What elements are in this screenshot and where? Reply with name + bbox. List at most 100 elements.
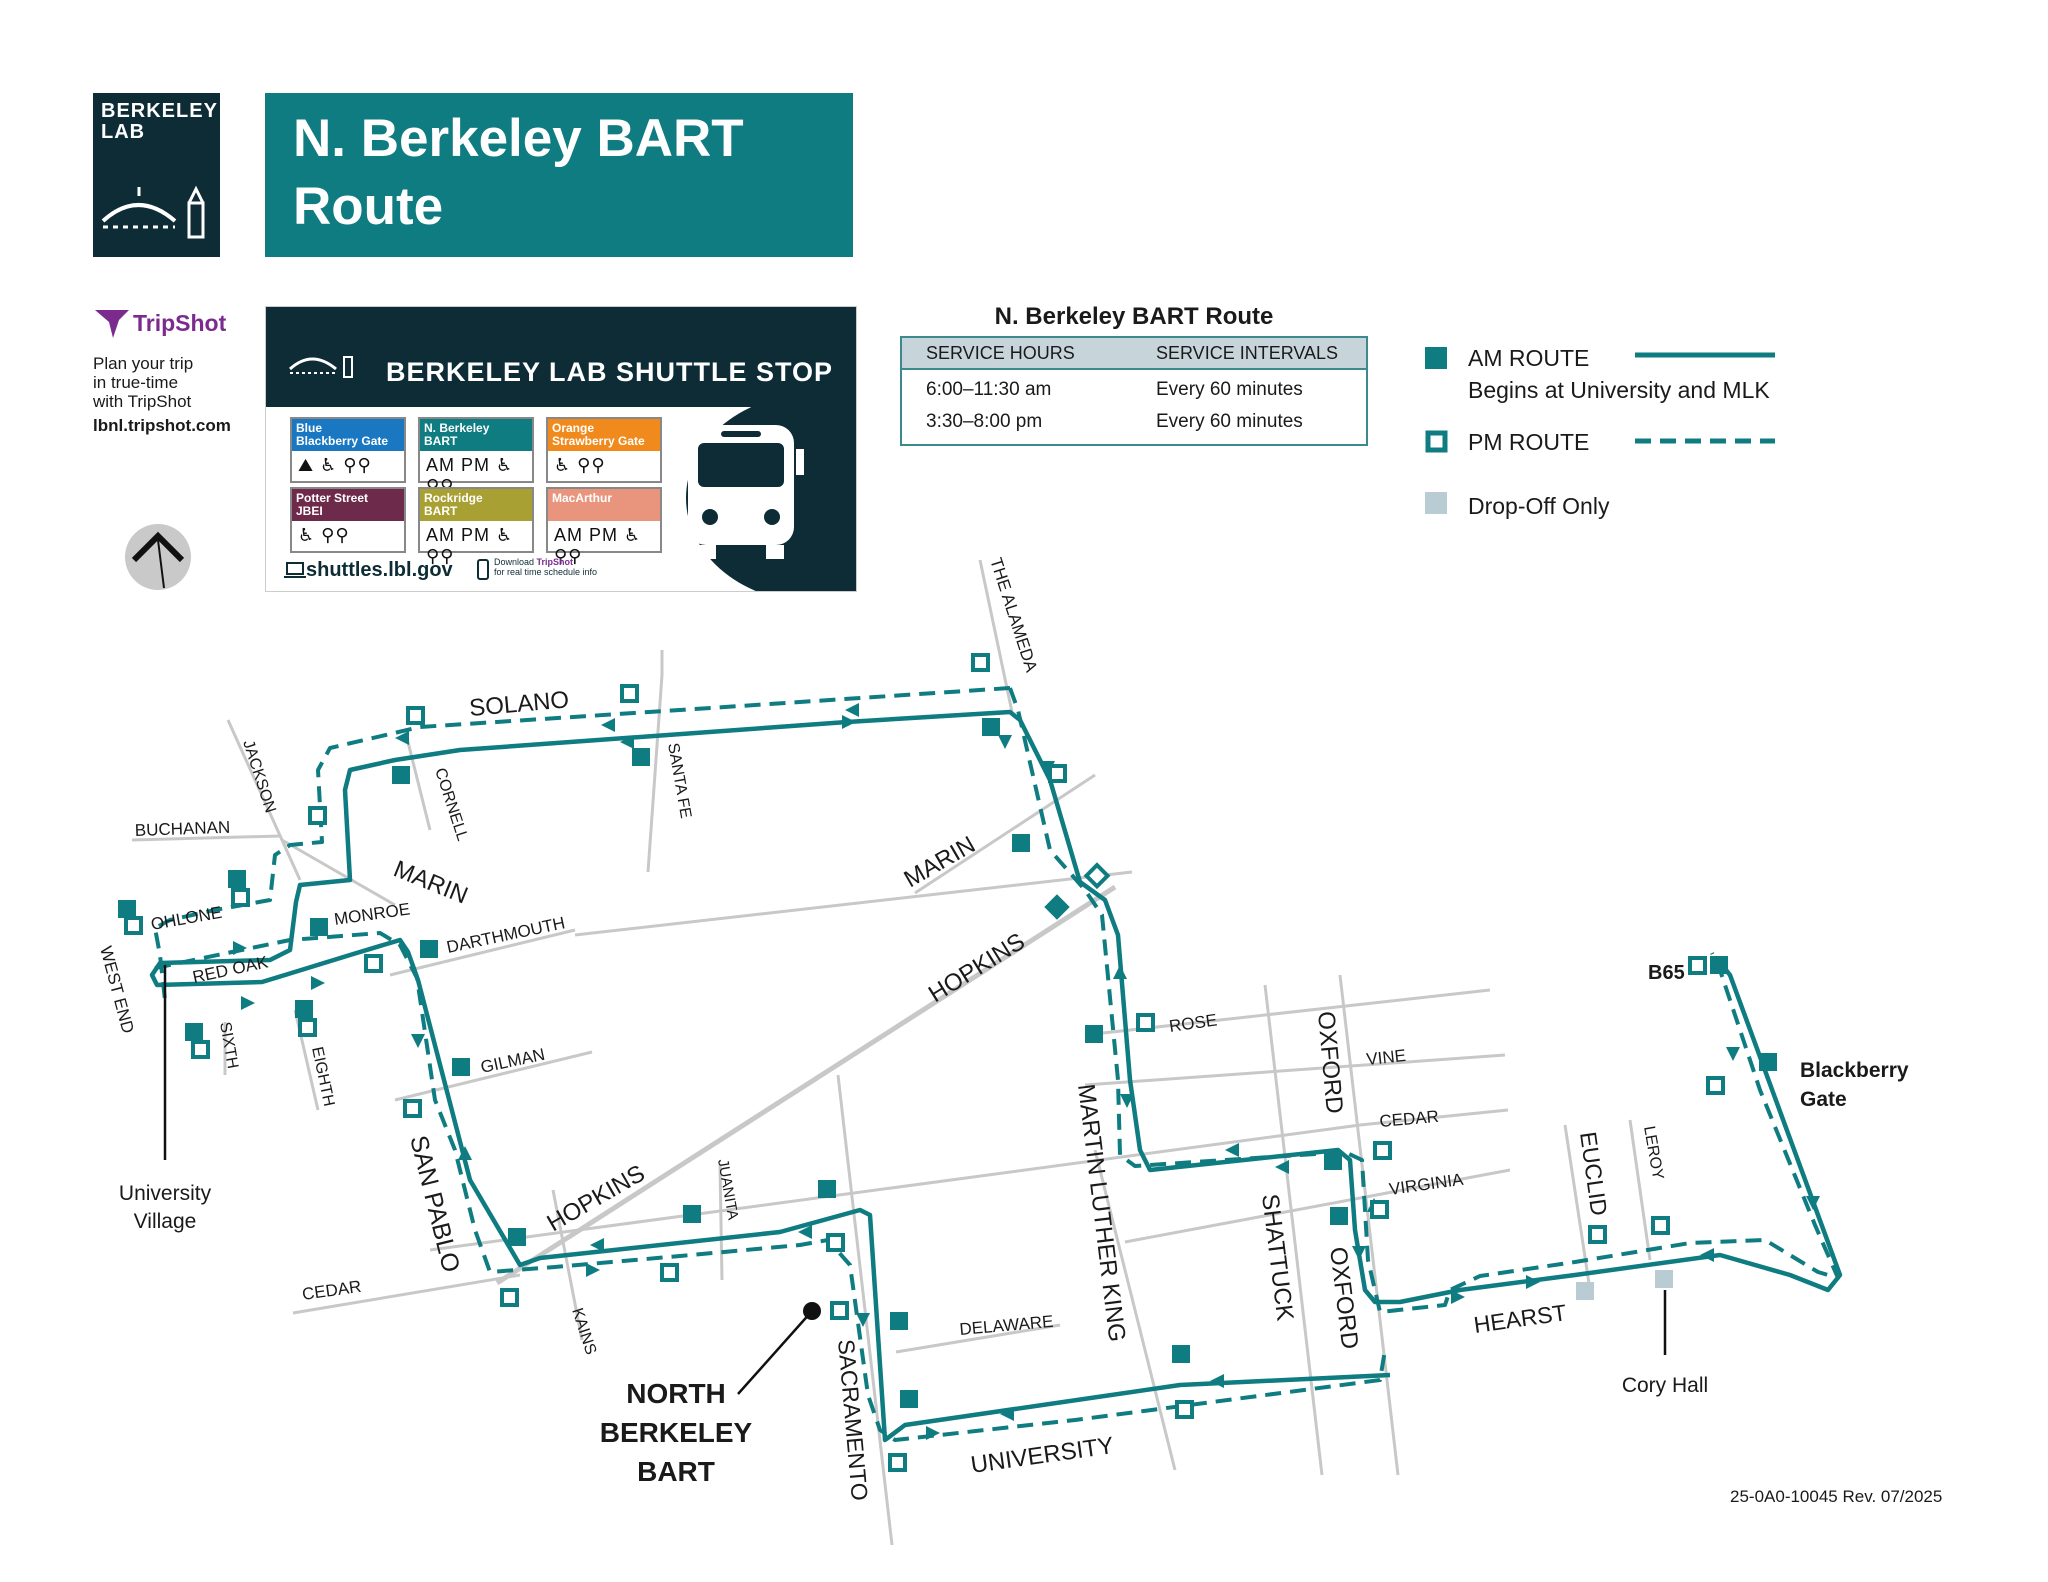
am-stop — [1759, 1053, 1777, 1071]
label-marin-e: MARIN — [900, 831, 980, 893]
lab-dome-icon — [101, 185, 205, 239]
street-marin-w — [281, 838, 396, 907]
logo-line-1: BERKELEY — [101, 100, 218, 122]
tile-icons: ♿ ⚲⚲ — [298, 525, 350, 545]
laptop-icon — [284, 562, 306, 578]
sign-url[interactable]: shuttles.lbl.gov — [306, 559, 453, 581]
pm-stop — [403, 1099, 422, 1118]
tripshot-url[interactable]: lbnl.tripshot.com — [93, 416, 231, 435]
am-stop — [1330, 1207, 1348, 1225]
pm-stop-b65 — [1688, 956, 1707, 975]
label-euclid: EUCLID — [1575, 1130, 1612, 1217]
label-university-village-2: Village — [134, 1210, 197, 1233]
legend-pm-label: PM ROUTE — [1468, 429, 1590, 455]
am-stop — [185, 1023, 203, 1041]
am-stop — [228, 870, 246, 888]
am-route-line — [149, 709, 1843, 1443]
legend: AM ROUTE Begins at University and MLK PM… — [1425, 345, 1825, 530]
bus-icon — [678, 425, 804, 559]
label-sixth: SIXTH — [216, 1021, 241, 1070]
street-jackson — [226, 719, 302, 881]
pm-stop — [1706, 1076, 1725, 1095]
phone-icon — [477, 559, 489, 580]
pm-stop — [364, 954, 383, 973]
label-virginia: VIRGINIA — [1388, 1170, 1465, 1199]
tile-icons: AM PM ♿ ⚲⚲ — [426, 525, 514, 566]
lab-dome-small-icon — [288, 356, 353, 378]
label-oxford-s: OXFORD — [1324, 1245, 1363, 1350]
tripshot-line-3: with TripShot — [93, 392, 192, 411]
am-stop — [683, 1205, 701, 1223]
label-eighth: EIGHTH — [308, 1045, 337, 1108]
label-kains: KAINS — [568, 1306, 599, 1357]
label-san-pablo: SAN PABLO — [404, 1133, 465, 1275]
tripshot-line-2: in true-time — [93, 373, 179, 392]
tile-icons: AM PM ♿ ⚲⚲ — [554, 525, 642, 566]
street-shattuck — [1263, 984, 1324, 1476]
pm-stop — [1373, 1141, 1392, 1160]
schedule-row: 3:30–8:00 pm Every 60 minutes — [902, 406, 1366, 438]
am-stop — [1172, 1345, 1190, 1363]
label-ohlone: OHLONE — [149, 903, 223, 934]
label-delaware: DELAWARE — [959, 1312, 1054, 1339]
tripshot-line-1: Plan your trip — [93, 354, 194, 373]
street-mlk — [1093, 1149, 1177, 1471]
schedule-table: N. Berkeley BART Route SERVICE HOURS SER… — [900, 300, 1368, 446]
street-hopkins — [495, 884, 1117, 1286]
street-mlk-stub — [574, 870, 1133, 937]
document-code: 25-0A0-10045 Rev. 07/2025 — [1730, 1487, 1943, 1506]
dropoff-stops — [1576, 1270, 1673, 1300]
street-marin-e — [914, 773, 1096, 895]
am-stop — [1085, 1025, 1103, 1043]
street-delaware — [895, 1323, 1061, 1354]
label-monroe: MONROE — [333, 899, 411, 928]
label-nbb-1: NORTH — [626, 1378, 726, 1409]
label-darthmouth: DARTHMOUTH — [445, 913, 567, 957]
street-darthmouth — [389, 928, 576, 977]
am-stop — [295, 1000, 313, 1018]
street-sacramento — [836, 1074, 894, 1546]
tripshot-logo-icon — [95, 310, 129, 338]
am-stop — [420, 940, 438, 958]
tile-icons: ⛰ ♿ ⚲⚲ — [298, 455, 372, 475]
am-stop — [392, 766, 410, 784]
title-line-2: Route — [293, 177, 444, 236]
pm-stop — [1083, 862, 1111, 890]
legend-am-label: AM ROUTE — [1468, 345, 1590, 371]
row-hours: 3:30–8:00 pm — [926, 411, 1043, 432]
sign-heading: BERKELEY LAB SHUTTLE STOP — [386, 357, 834, 387]
street-network — [131, 559, 1652, 1546]
label-west-end: WEST END — [96, 944, 137, 1035]
label-buchanan: BUCHANAN — [134, 818, 230, 840]
pm-stop — [888, 1453, 907, 1472]
label-leroy: LEROY — [1640, 1125, 1666, 1182]
legend-dropoff-label: Drop-Off Only — [1468, 493, 1610, 519]
am-stop — [508, 1228, 526, 1246]
am-stop — [818, 1180, 836, 1198]
street-leroy — [1628, 1119, 1652, 1261]
route-direction-arrows — [233, 703, 1820, 1440]
pm-route-line — [153, 686, 1840, 1442]
pm-stop — [231, 888, 250, 907]
label-sacramento: SACRAMENTO — [833, 1338, 873, 1502]
label-oxford-n: OXFORD — [1312, 1010, 1348, 1115]
logo-line-2: LAB — [101, 121, 146, 143]
pm-stop — [971, 653, 990, 672]
label-blackberry-1: Blackberry — [1800, 1059, 1909, 1082]
label-nbb-3: BART — [637, 1456, 715, 1487]
am-stop — [900, 1390, 918, 1408]
street-gilman — [394, 1050, 593, 1102]
street-kains — [551, 1189, 584, 1341]
schedule-header: SERVICE HOURS SERVICE INTERVALS — [902, 338, 1366, 370]
label-rose: ROSE — [1168, 1010, 1218, 1036]
row-interval: Every 60 minutes — [1156, 379, 1303, 400]
street-juanita — [718, 1164, 724, 1281]
am-stop — [118, 900, 136, 918]
pm-stops — [124, 653, 1725, 1472]
pm-stop — [830, 1301, 849, 1320]
label-university: UNIVERSITY — [969, 1432, 1115, 1479]
sign-download: Download TripShot for real time schedule… — [494, 557, 598, 577]
